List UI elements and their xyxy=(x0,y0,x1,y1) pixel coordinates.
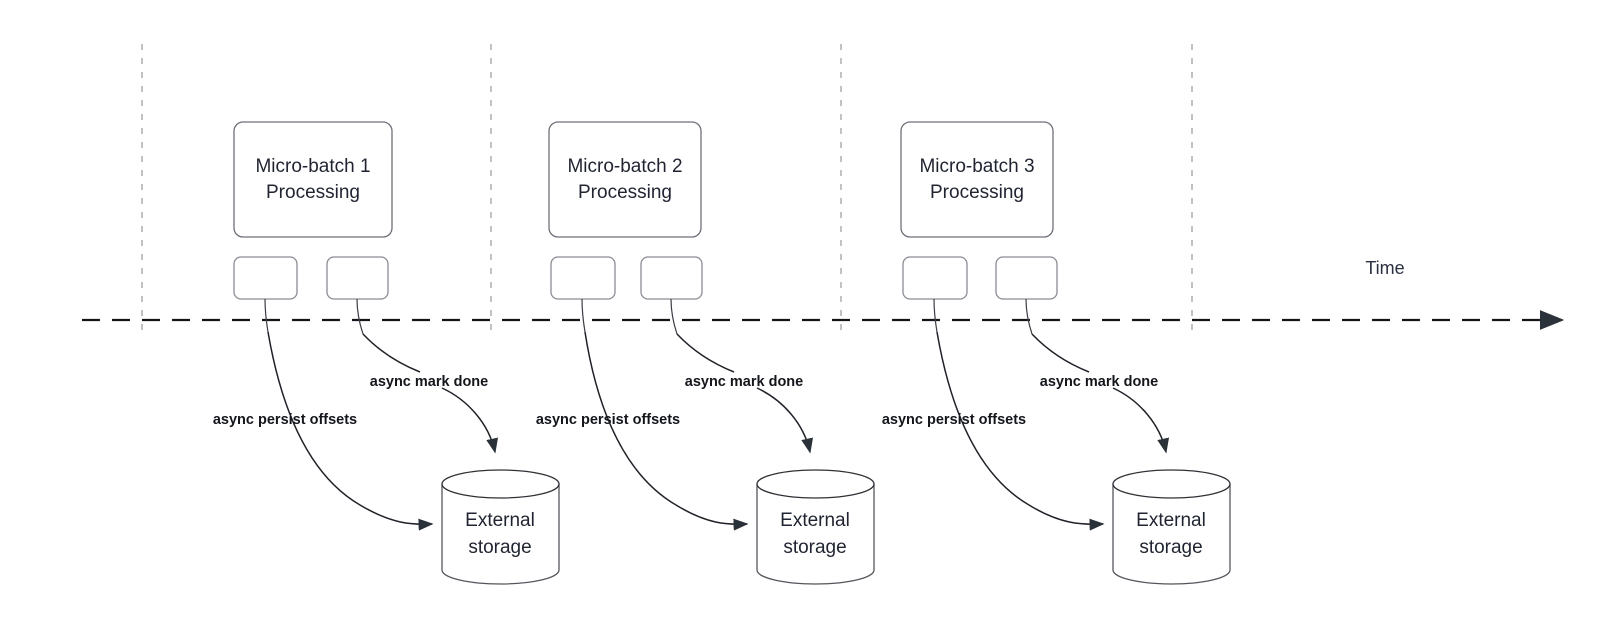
micro-batch-3-task-box-a[interactable] xyxy=(902,256,968,300)
external-storage-2[interactable]: External storage xyxy=(756,469,875,585)
micro-batch-2-label-line2: Processing xyxy=(578,182,672,203)
edge-async-mark-done-2 xyxy=(676,333,735,373)
edge-async-mark-done-1-tail xyxy=(441,387,499,454)
external-storage-3-top xyxy=(1112,469,1231,499)
edge-async-mark-done-3 xyxy=(1031,333,1090,373)
micro-batch-3-box[interactable] xyxy=(900,121,1054,238)
micro-batch-1-connector-b xyxy=(356,298,364,335)
micro-batch-2-connector-a xyxy=(581,298,586,333)
micro-batch-group-3: Micro-batch 3 Processing async persist o… xyxy=(882,121,1231,585)
micro-batch-1-task-box-b[interactable] xyxy=(326,256,389,300)
external-storage-2-label-line2: storage xyxy=(783,537,846,558)
external-storage-1[interactable]: External storage xyxy=(441,469,560,585)
edge-label-async-persist-offsets-3: async persist offsets xyxy=(882,412,1026,428)
external-storage-1-label-line1: External xyxy=(465,510,535,531)
external-storage-3-label-line1: External xyxy=(1136,510,1206,531)
micro-batch-2-task-box-b[interactable] xyxy=(640,256,703,300)
external-storage-2-label-line1: External xyxy=(780,510,850,531)
micro-batch-3-task-box-b[interactable] xyxy=(995,256,1058,300)
external-storage-1-body xyxy=(441,483,560,585)
edge-label-async-mark-done-1: async mark done xyxy=(370,374,488,390)
micro-batch-2-label-line1: Micro-batch 2 xyxy=(567,156,682,177)
micro-batch-1-label-line2: Processing xyxy=(266,182,360,203)
micro-batch-2-connector-b xyxy=(670,298,678,335)
edge-async-mark-done-1 xyxy=(362,333,421,373)
micro-batch-1-box[interactable] xyxy=(233,121,393,238)
external-storage-1-top xyxy=(441,469,560,499)
micro-batch-1-task-box-a[interactable] xyxy=(233,256,298,300)
micro-batch-2-task-box-a[interactable] xyxy=(550,256,616,300)
time-axis-label: Time xyxy=(1365,258,1404,278)
micro-batch-3-label-line1: Micro-batch 3 xyxy=(919,156,1034,177)
external-storage-3-label-line2: storage xyxy=(1139,537,1202,558)
external-storage-2-body xyxy=(756,483,875,585)
external-storage-3[interactable]: External storage xyxy=(1112,469,1231,585)
edge-async-persist-offsets-2 xyxy=(584,331,749,531)
micro-batch-group-1: Micro-batch 1 Processing async persist o… xyxy=(213,121,560,585)
micro-batch-2-box[interactable] xyxy=(548,121,702,238)
edge-label-async-persist-offsets-2: async persist offsets xyxy=(536,412,680,428)
edge-async-persist-offsets-1 xyxy=(267,331,434,531)
edge-async-mark-done-3-tail xyxy=(1112,387,1170,454)
external-storage-2-top xyxy=(756,469,875,499)
micro-batch-3-label-line2: Processing xyxy=(930,182,1024,203)
micro-batch-group-2: Micro-batch 2 Processing async persist o… xyxy=(536,121,875,585)
edge-label-async-mark-done-3: async mark done xyxy=(1040,374,1158,390)
edge-async-mark-done-2-tail xyxy=(756,387,814,454)
micro-batch-3-connector-b xyxy=(1025,298,1033,335)
edge-async-persist-offsets-3 xyxy=(936,331,1105,531)
timeline-boundary-ticks xyxy=(141,44,1193,330)
edge-label-async-mark-done-2: async mark done xyxy=(685,374,803,390)
micro-batch-3-connector-a xyxy=(933,298,938,333)
micro-batch-1-label-line1: Micro-batch 1 xyxy=(255,156,370,177)
edge-label-async-persist-offsets-1: async persist offsets xyxy=(213,412,357,428)
micro-batch-1-connector-a xyxy=(264,298,269,333)
external-storage-1-label-line2: storage xyxy=(468,537,531,558)
external-storage-3-body xyxy=(1112,483,1231,585)
